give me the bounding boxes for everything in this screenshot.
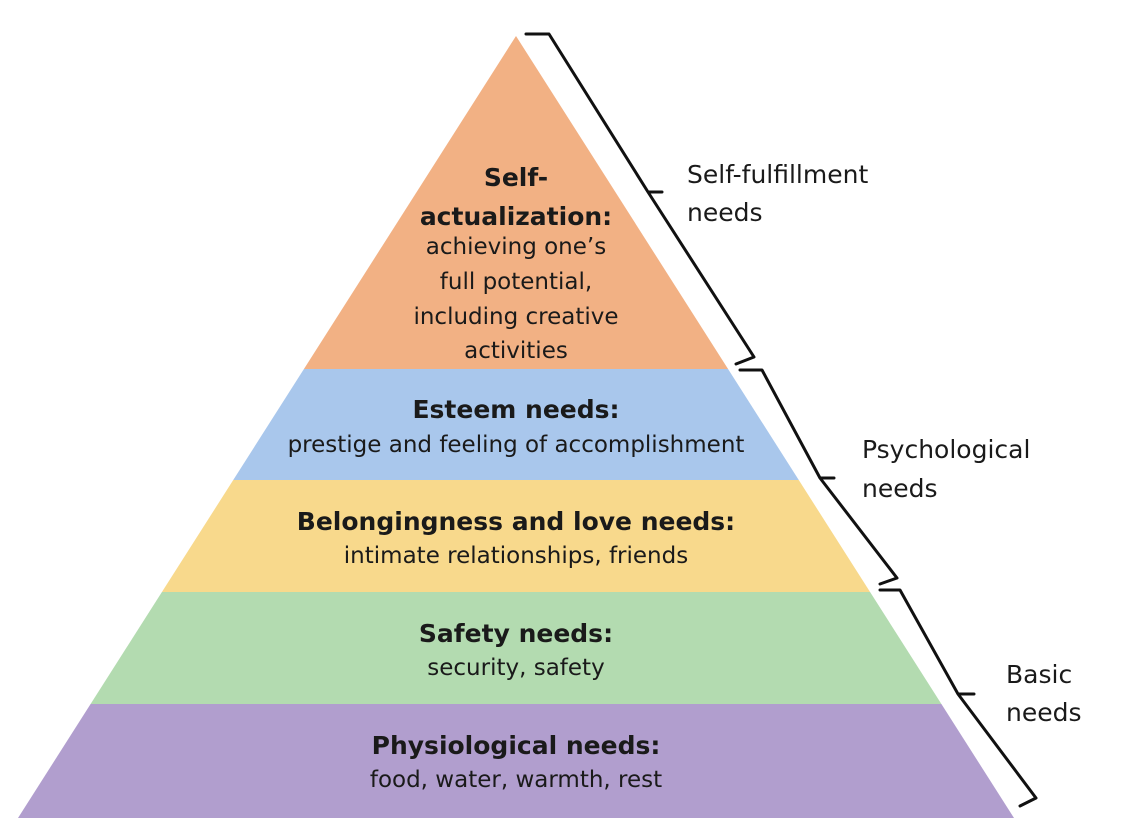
level-title: Safety needs: <box>419 619 613 648</box>
group-label: Self-fulfillment <box>687 160 868 189</box>
level-description: activities <box>464 338 568 364</box>
level-description: intimate relationships, friends <box>344 543 688 569</box>
level-description: food, water, warmth, rest <box>370 767 662 793</box>
bracket-basic <box>878 588 1038 808</box>
group-self-fulfillment: Self-fulfillment needs <box>524 32 868 366</box>
level-description: achieving one’s <box>426 234 606 260</box>
pyramid-level-belongingness: Belongingness and love needs: intimate re… <box>161 480 871 592</box>
pyramid-level-physiological: Physiological needs: food, water, warmth,… <box>18 704 1014 818</box>
level-band-belongingness <box>161 480 871 592</box>
group-label: needs <box>862 474 938 503</box>
level-title: Physiological needs: <box>372 731 661 760</box>
bracket-self-fulfillment <box>524 32 756 366</box>
level-description: prestige and feeling of accomplishment <box>288 432 745 458</box>
group-label: Psychological <box>862 435 1030 464</box>
group-psychological: Psychological needs <box>738 368 1030 586</box>
group-label: Basic <box>1006 660 1072 689</box>
level-title: Belongingness and love needs: <box>297 507 735 536</box>
level-title: actualization: <box>420 202 612 231</box>
level-description: security, safety <box>427 655 604 681</box>
pyramid-level-self-actualization: Self-actualization: achieving one’s full p… <box>303 36 729 369</box>
bracket-psychological <box>738 368 899 586</box>
group-label: needs <box>1006 698 1082 727</box>
level-title: Self- <box>484 163 548 192</box>
level-band-self-actualization <box>303 36 729 369</box>
level-description: full potential, <box>440 269 592 295</box>
level-title: Esteem needs: <box>412 395 619 424</box>
level-band-safety <box>90 592 942 704</box>
level-description: including creative <box>413 304 618 330</box>
pyramid-level-esteem: Esteem needs: prestige and feeling of acc… <box>233 369 799 480</box>
group-label: needs <box>687 198 763 227</box>
level-band-physiological <box>18 704 1014 818</box>
level-band-esteem <box>233 369 799 480</box>
group-basic: Basic needs <box>878 588 1082 808</box>
pyramid-level-safety: Safety needs: security, safety <box>90 592 942 704</box>
